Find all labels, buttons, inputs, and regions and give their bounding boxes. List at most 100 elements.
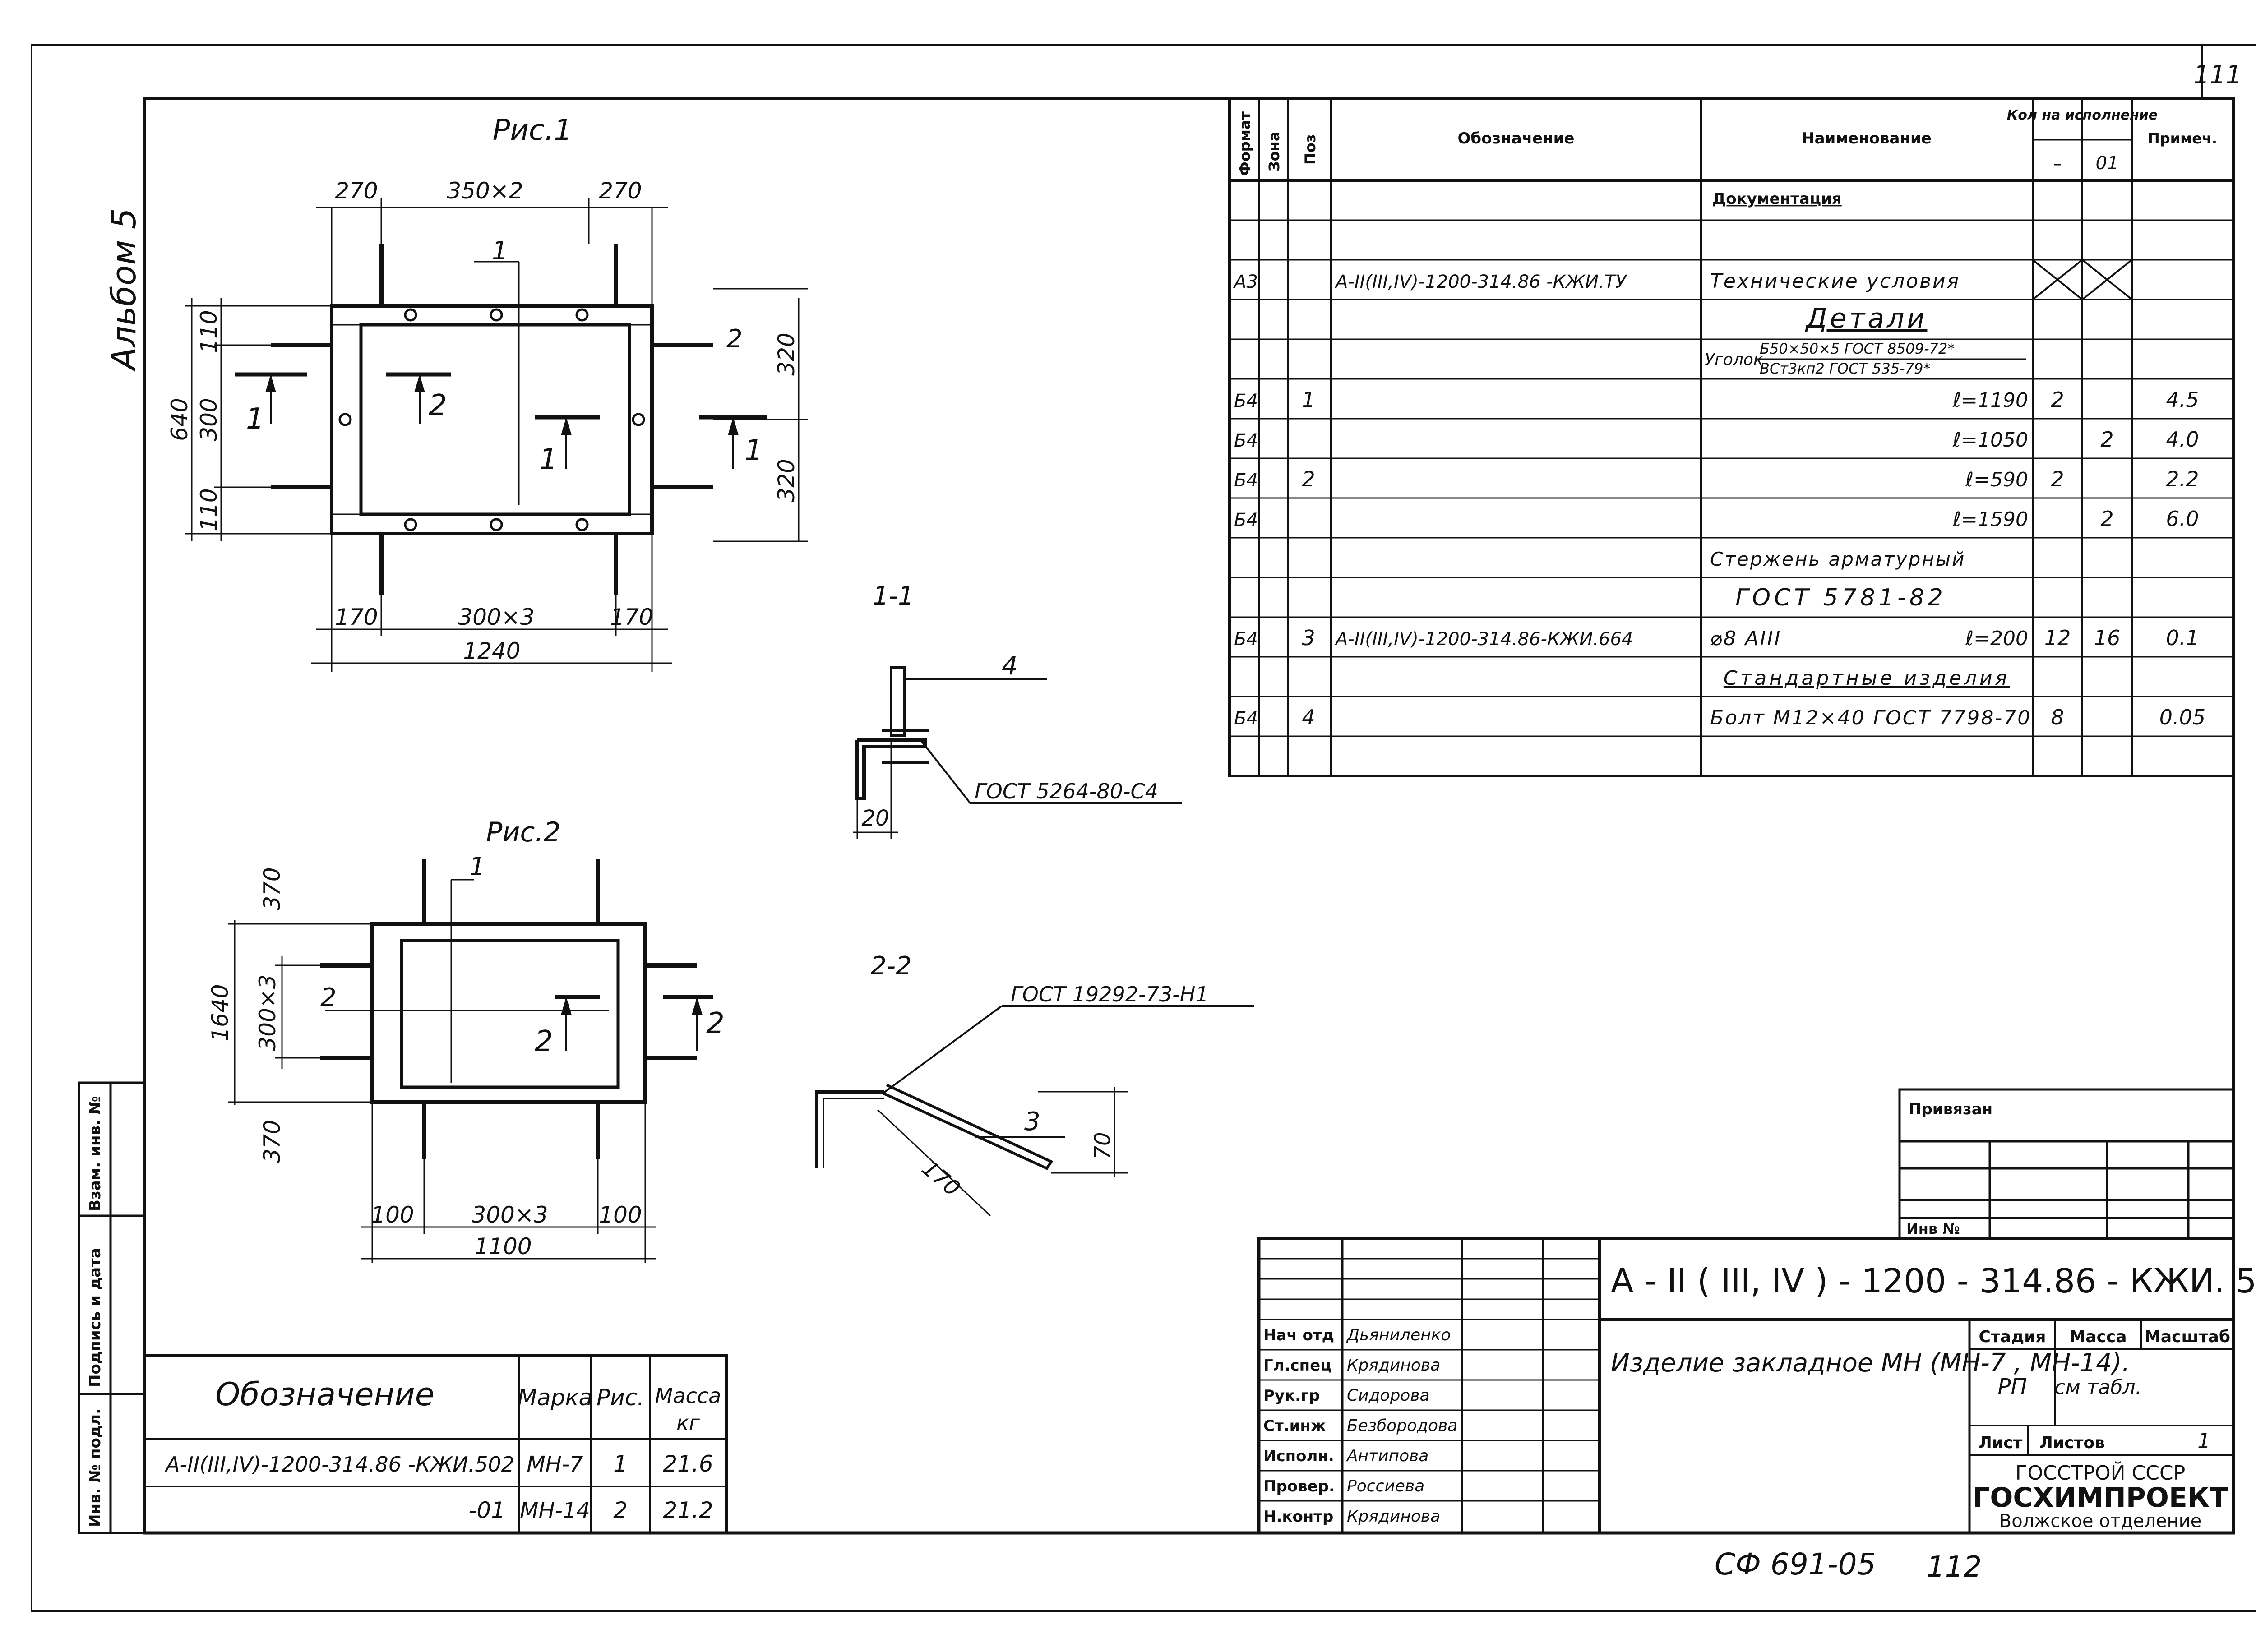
fig1-dim-top-3: 270	[599, 178, 642, 204]
fig2-drawing	[228, 859, 713, 1263]
staff-name: Россиева	[1347, 1477, 1424, 1495]
fig1-pos1: 1	[492, 236, 508, 266]
fig2-dim-left-3: 370	[259, 1120, 285, 1163]
variants-header-mass-unit: кг	[676, 1411, 700, 1435]
spec-row-format: Б4	[1234, 708, 1258, 729]
spec-row-note: 2.2	[2166, 467, 2199, 491]
spec-row-name: ⌀8 АIII	[1710, 627, 1782, 650]
spec-row-name: ℓ=1050	[1952, 429, 2028, 452]
fig1-dim-top-2: 350×2	[447, 178, 523, 204]
spec-row-frac-bot: ВСт3кп2 ГОСТ 535-79*	[1760, 360, 1931, 377]
staff-role: Ст.инж	[1263, 1417, 1326, 1435]
staff-role: Провер.	[1263, 1477, 1335, 1495]
fig2-dim-total: 1100	[474, 1233, 532, 1260]
section-1-1-pos: 4	[1002, 651, 1018, 681]
bottom-num: 112	[1927, 1550, 1982, 1584]
side-vzam: Взам. инв. №	[86, 1096, 104, 1211]
variants-row2-mark: МН-14	[520, 1498, 590, 1523]
staff-name: Крядинова	[1347, 1356, 1440, 1375]
spec-row-designation: А-II(III,IV)-1200-314.86-КЖИ.664	[1334, 629, 1633, 650]
title-mass-header: Масса	[2069, 1328, 2127, 1346]
spec-header-note: Примеч.	[2148, 130, 2217, 147]
spec-header-pos: Поз	[1302, 134, 1319, 165]
fig1-dim-left-total: 640	[166, 398, 193, 441]
spec-row-name: Болт М12×40 ГОСТ 7798-70	[1710, 706, 2031, 729]
spec-row-format: А3	[1233, 272, 1258, 292]
spec-row-name: Детали	[1805, 303, 1928, 334]
title-mass: см табл.	[2054, 1376, 2141, 1399]
spec-row-frac-top: Б50×50×5 ГОСТ 8509-72*	[1760, 340, 1955, 357]
fig1-cut-d: 1	[744, 434, 763, 467]
spec-row-pos: 1	[1302, 388, 1315, 412]
title-stage-header: Стадия	[1979, 1328, 2046, 1346]
spec-header-designation: Обозначение	[1458, 129, 1575, 148]
fig2-dim-bottom-1: 100	[371, 1202, 414, 1228]
spec-row-pos: 4	[1302, 705, 1315, 729]
variants-table: Обозначение Марка Рис. Масса кг А-II(III…	[143, 1354, 728, 1534]
section-2-2-title: 2-2	[870, 951, 911, 981]
fig1-dim-top-1: 270	[335, 178, 378, 204]
spec-row-format: Б4	[1234, 470, 1258, 491]
variants-row1-designation: А-II(III,IV)-1200-314.86 -КЖИ.502	[164, 1452, 514, 1477]
album-label: Альбом 5	[105, 208, 143, 372]
spec-row-pos: 2	[1302, 467, 1315, 491]
section-2-2-pos: 3	[1024, 1107, 1040, 1136]
spec-row-note: 0.05	[2159, 705, 2205, 729]
fig2-dim-left-total: 1640	[207, 984, 233, 1041]
variants-header-mass: Масса	[655, 1384, 721, 1408]
section-1-1-title: 1-1	[873, 581, 914, 611]
fig1-dim-left-1: 110	[196, 310, 222, 353]
staff-role: Исполн.	[1263, 1447, 1334, 1465]
title-org1: ГОССТРОЙ СССР	[2016, 1461, 2186, 1485]
spec-row-format: Б4	[1234, 430, 1258, 451]
binding-block: Привязан Инв №	[1898, 1088, 2235, 1240]
section-2-2-dim2: 70	[1090, 1132, 1115, 1159]
spec-row-name: ℓ=1590	[1952, 508, 2028, 531]
fig1-dim-bottom-2: 300×3	[458, 604, 534, 630]
spec-row-name: ГОСТ 5781-82	[1735, 584, 1946, 611]
section-1-1-dim: 20	[861, 806, 889, 831]
spec-row-name: Документация	[1712, 190, 1842, 208]
title-sheets: 1	[2197, 1429, 2210, 1453]
spec-row-pos: 3	[1302, 626, 1315, 650]
spec-row-name: Стандартные изделия	[1724, 667, 2010, 690]
fig1-dim-total: 1240	[463, 638, 520, 664]
fig1-cut-a: 1	[246, 402, 264, 436]
spec-row-name-r: ℓ=200	[1965, 627, 2028, 650]
spec-header-qty: Кол на исполнение	[2007, 107, 2158, 123]
fig1-dim-right-1: 320	[773, 332, 800, 375]
spec-row-qty-a: 12	[2044, 626, 2071, 650]
staff-role: Н.контр	[1263, 1508, 1333, 1526]
spec-row-qty-b: 16	[2094, 626, 2121, 650]
fig2-cut-b: 2	[706, 1007, 725, 1040]
fig2-cut-a: 2	[535, 1025, 553, 1058]
side-stamp: Инв. № подл. Подпись и дата Взам. инв. №	[78, 1081, 146, 1534]
spec-row-qty-a: 2	[2051, 388, 2064, 412]
variants-row1-fig: 1	[613, 1451, 628, 1477]
spec-row-name: ℓ=590	[1965, 468, 2028, 491]
title-code: А - II ( III, IV ) - 1200 - 314.86 - КЖИ…	[1611, 1262, 2256, 1301]
variants-row1-mark: МН-7	[527, 1452, 583, 1477]
title-scale-header: Масштаб	[2145, 1328, 2230, 1346]
fig2-dim-left-2: 300×3	[254, 974, 281, 1051]
spec-row-name: Технические условия	[1710, 270, 1960, 293]
spec-row-note: 4.5	[2166, 388, 2199, 412]
sheet-border	[31, 44, 2256, 1612]
side-inv-podl: Инв. № подл.	[86, 1408, 104, 1527]
spec-row-name: Уголок	[1705, 351, 1763, 369]
spec-row-qty-a: 2	[2051, 467, 2064, 491]
spec-row-note: 4.0	[2166, 427, 2199, 452]
staff-name: Безбородова	[1347, 1417, 1457, 1435]
section-1-1-weld: ГОСТ 5264-80-С4	[975, 779, 1158, 803]
spec-row-qty-b: 2	[2100, 427, 2113, 452]
sheet-number: 111	[2194, 60, 2242, 90]
variants-header-mark: Марка	[518, 1384, 592, 1411]
staff-name: Сидорова	[1347, 1386, 1430, 1405]
fig2-dim-bottom-2: 300×3	[472, 1202, 548, 1228]
spec-row-note: 0.1	[2166, 626, 2199, 650]
section-2-2-dim1: 170	[917, 1155, 965, 1201]
spec-header-qty-a: –	[2053, 155, 2062, 173]
spec-header-name: Наименование	[1802, 129, 1932, 148]
fig2-pos1: 1	[469, 852, 485, 881]
